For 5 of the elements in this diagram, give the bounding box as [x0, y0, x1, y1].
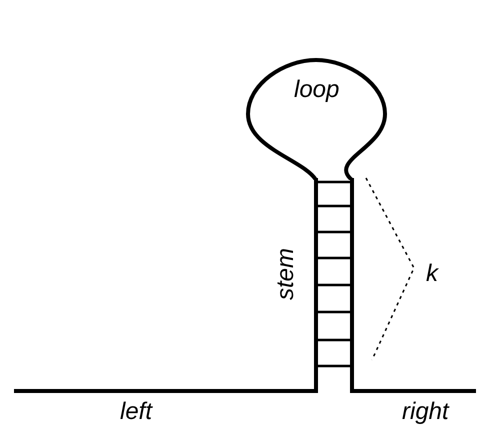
right-label: right	[402, 400, 449, 424]
left-label: left	[120, 400, 152, 424]
stem-label: stem	[274, 248, 298, 300]
loop-label: loop	[294, 78, 340, 102]
k-label: k	[426, 262, 438, 286]
